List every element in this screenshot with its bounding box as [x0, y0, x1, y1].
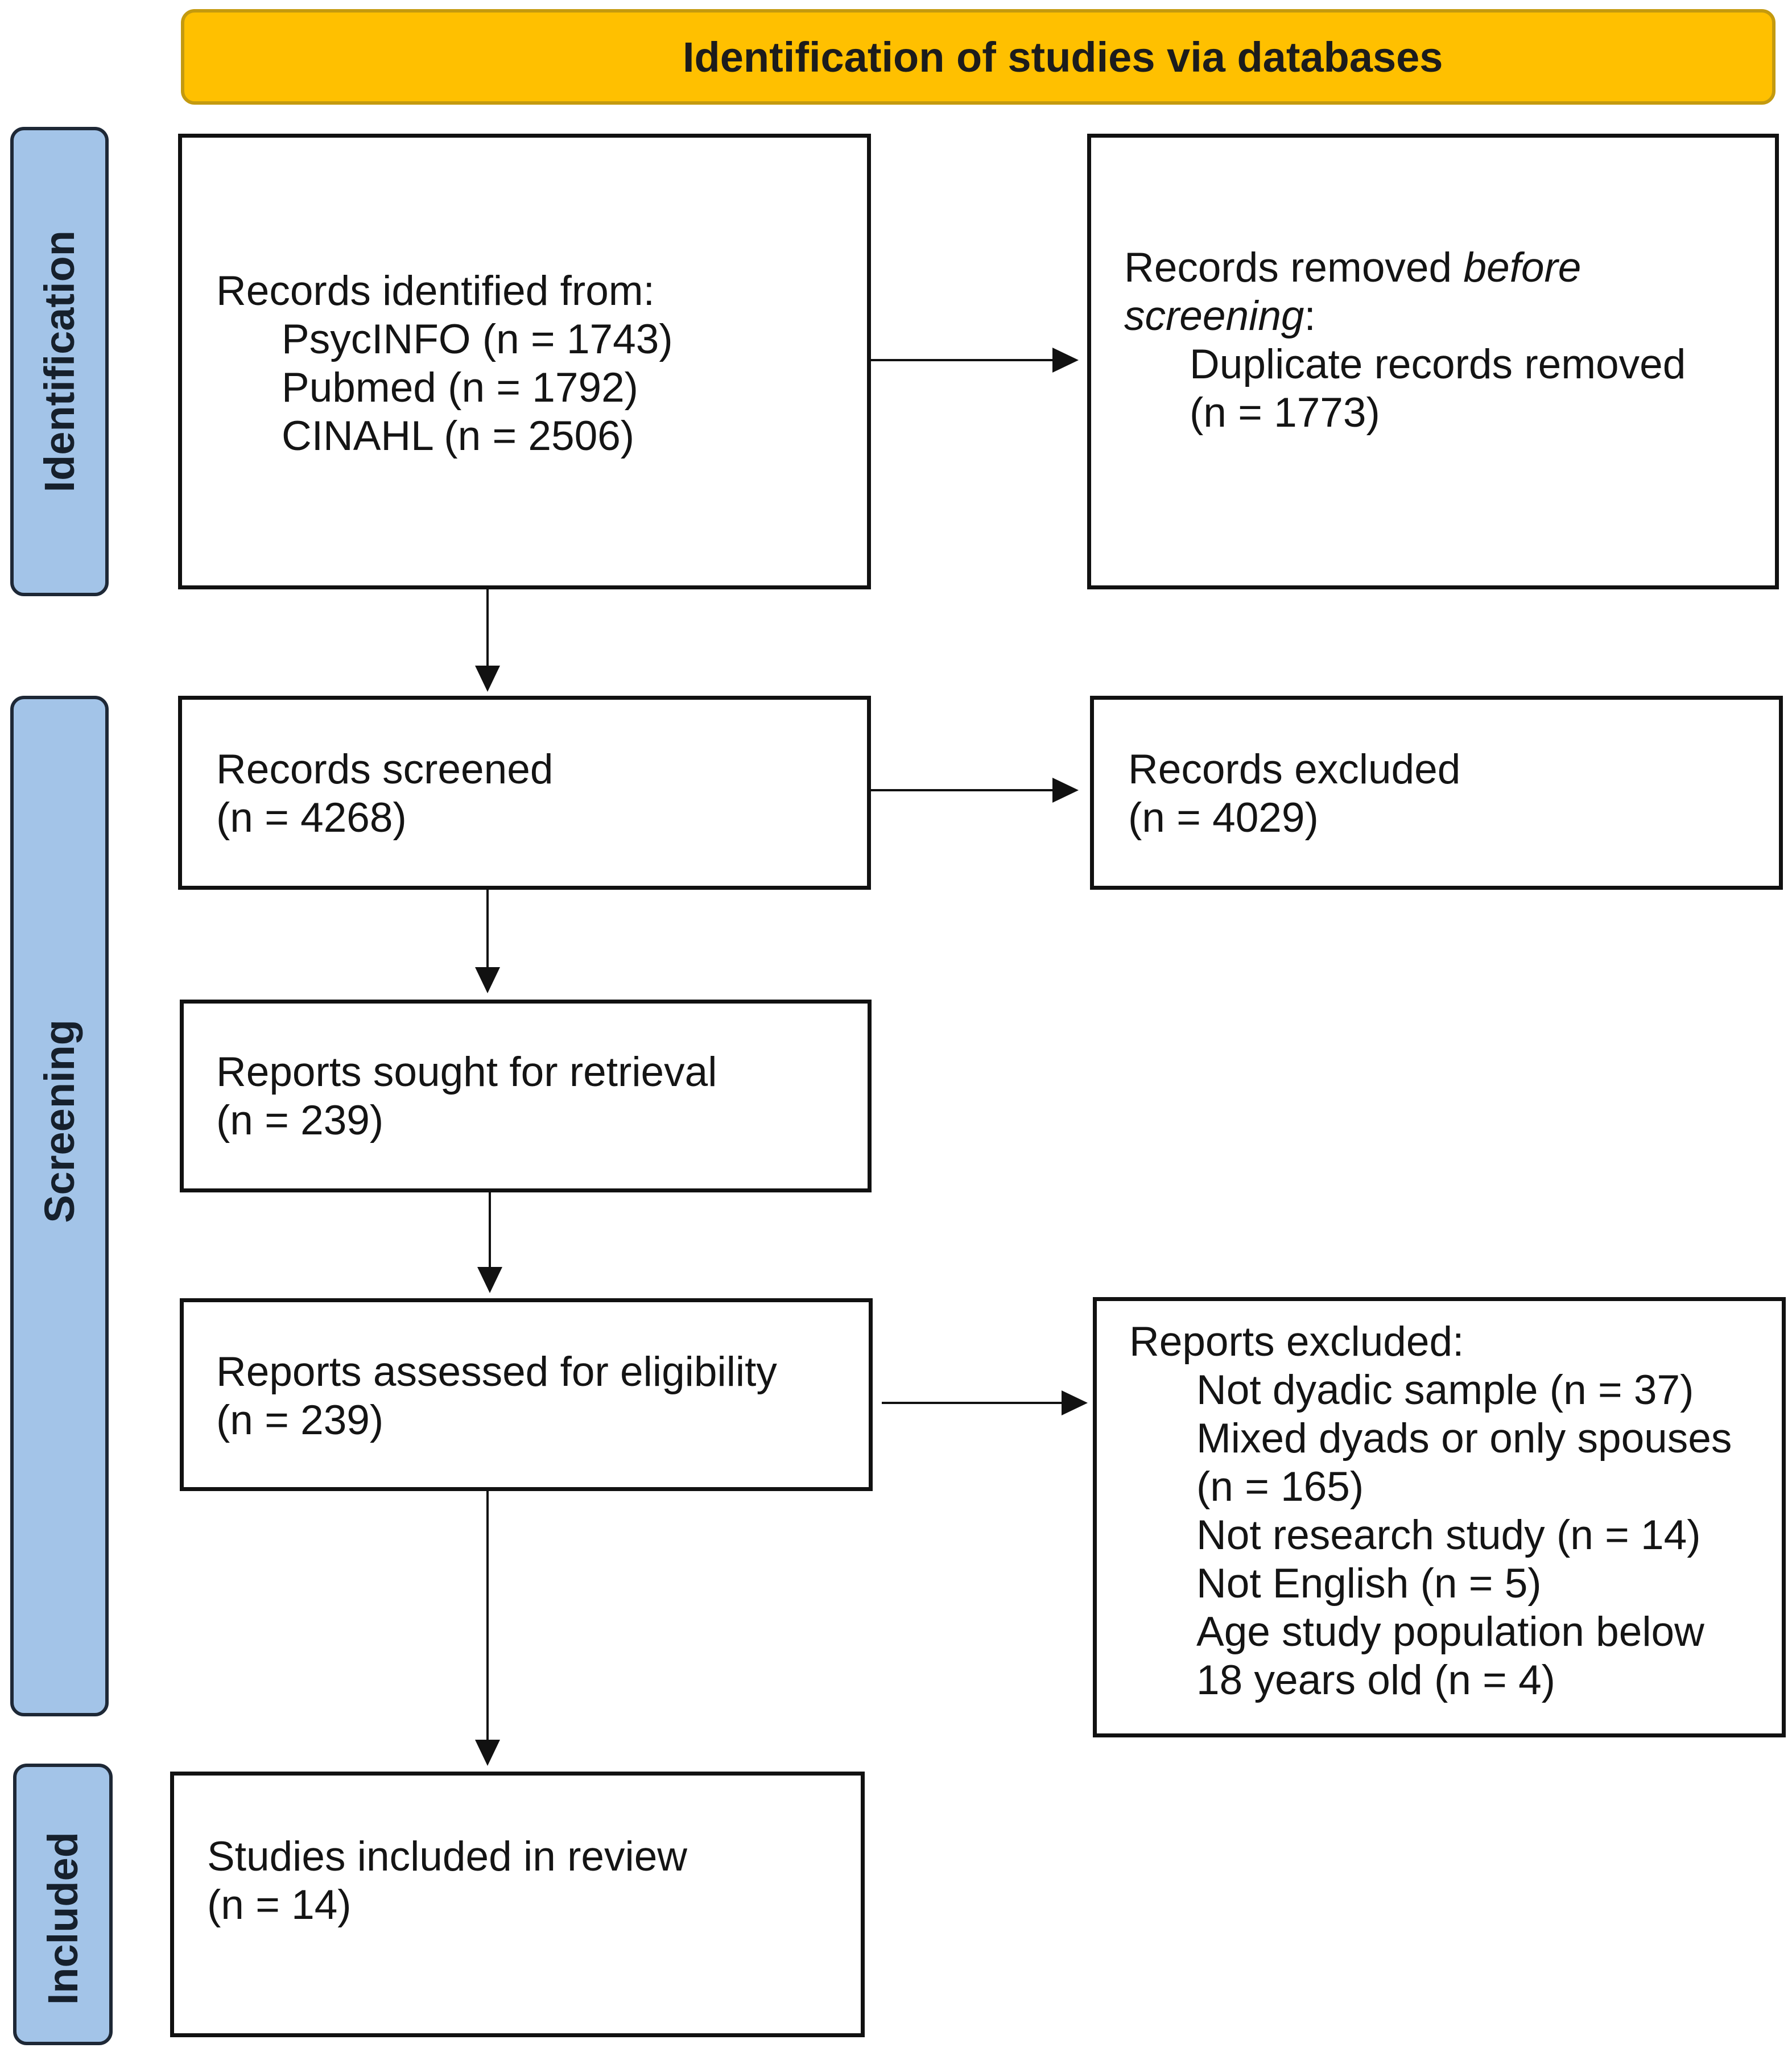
reports-excluded-heading: Reports excluded: — [1129, 1319, 1464, 1365]
records-excluded-count: (n = 4029) — [1128, 795, 1319, 841]
records-removed-heading-italic-before: before — [1463, 245, 1582, 291]
records-screened-count: (n = 4268) — [216, 795, 407, 841]
studies-included-text: Studies included in review (n = 14) — [207, 1832, 687, 1929]
records-removed-heading-line-1: Records removed before — [1124, 243, 1686, 292]
reports-assessed-label: Reports assessed for eligibility — [216, 1349, 777, 1395]
reports-sought-text: Reports sought for retrieval (n = 239) — [216, 1048, 717, 1145]
reports-assessed-text: Reports assessed for eligibility (n = 23… — [216, 1348, 777, 1444]
phase-included-label: Included — [39, 1832, 86, 2005]
records-removed-heading-italic-screening: screening — [1124, 293, 1304, 339]
phase-screening: Screening — [10, 696, 109, 1716]
section-header-title: Identification of studies via databases — [683, 33, 1443, 81]
records-removed-heading-line-2: screening: — [1124, 292, 1686, 340]
reports-excluded-reason: Not research study (n = 14) — [1196, 1512, 1701, 1558]
studies-included-label: Studies included in review — [207, 1834, 688, 1880]
records-removed-count: (n = 1773) — [1190, 390, 1380, 436]
reports-sought-box: Reports sought for retrieval (n = 239) — [180, 1000, 872, 1192]
reports-excluded-reason: Not dyadic sample (n = 37) — [1196, 1367, 1694, 1413]
section-header: Identification of studies via databases — [181, 9, 1776, 105]
records-removed-heading-end: : — [1304, 293, 1316, 339]
records-identified-heading: Records identified from: — [216, 268, 655, 314]
arrow-assessed-to-reports-excluded — [882, 1390, 1088, 1415]
records-removed-reason: Duplicate records removed — [1190, 341, 1686, 387]
records-excluded-label: Records excluded — [1128, 746, 1461, 792]
records-identified-text: Records identified from: PsycINFO (n = 1… — [216, 267, 673, 460]
records-screened-box: Records screened (n = 4268) — [178, 696, 871, 890]
arrow-head — [477, 1267, 502, 1293]
reports-assessed-box: Reports assessed for eligibility (n = 23… — [180, 1298, 873, 1491]
records-removed-box: Records removed before screening: Duplic… — [1087, 134, 1779, 589]
reports-excluded-reason: Mixed dyads or only spouses — [1196, 1415, 1732, 1462]
reports-excluded-reason: Age study population below — [1196, 1609, 1704, 1655]
arrow-head — [475, 666, 500, 692]
arrow-head — [475, 967, 500, 993]
arrow-screened-to-sought — [475, 890, 500, 993]
arrow-sought-to-assessed — [477, 1192, 502, 1293]
reports-excluded-text: Reports excluded: Not dyadic sample (n =… — [1129, 1318, 1732, 1704]
records-screened-text: Records screened (n = 4268) — [216, 745, 553, 842]
records-identified-box: Records identified from: PsycINFO (n = 1… — [178, 134, 871, 589]
reports-excluded-reason: (n = 165) — [1196, 1464, 1364, 1510]
records-removed-text: Records removed before screening: Duplic… — [1124, 243, 1686, 437]
arrow-screened-to-excluded — [871, 778, 1079, 803]
arrow-head — [1052, 778, 1079, 803]
arrow-head — [1062, 1390, 1088, 1415]
phase-screening-label: Screening — [35, 1019, 83, 1223]
records-excluded-text: Records excluded (n = 4029) — [1128, 745, 1460, 842]
phase-identification-label: Identification — [35, 230, 83, 493]
arrow-head — [1052, 348, 1079, 373]
reports-excluded-box: Reports excluded: Not dyadic sample (n =… — [1093, 1297, 1786, 1737]
source-pubmed: Pubmed (n = 1792) — [282, 365, 638, 411]
phase-included: Included — [13, 1764, 113, 2045]
reports-sought-count: (n = 239) — [216, 1097, 384, 1143]
source-psycinfo: PsycINFO (n = 1743) — [282, 316, 673, 362]
records-screened-label: Records screened — [216, 746, 554, 792]
arrow-identified-to-removed — [871, 348, 1079, 373]
arrow-identified-to-screened — [475, 589, 500, 692]
reports-assessed-count: (n = 239) — [216, 1397, 384, 1443]
reports-excluded-reason: 18 years old (n = 4) — [1196, 1657, 1555, 1703]
arrow-head — [475, 1740, 500, 1766]
studies-included-box: Studies included in review (n = 14) — [170, 1772, 865, 2037]
reports-excluded-reason: Not English (n = 5) — [1196, 1560, 1542, 1607]
arrow-assessed-to-included — [475, 1491, 500, 1766]
studies-included-count: (n = 14) — [207, 1882, 352, 1928]
phase-identification: Identification — [10, 127, 109, 596]
reports-sought-label: Reports sought for retrieval — [216, 1049, 717, 1095]
records-removed-heading-start: Records removed — [1124, 245, 1464, 291]
records-excluded-box: Records excluded (n = 4029) — [1090, 696, 1783, 890]
source-cinahl: CINAHL (n = 2506) — [282, 413, 635, 459]
